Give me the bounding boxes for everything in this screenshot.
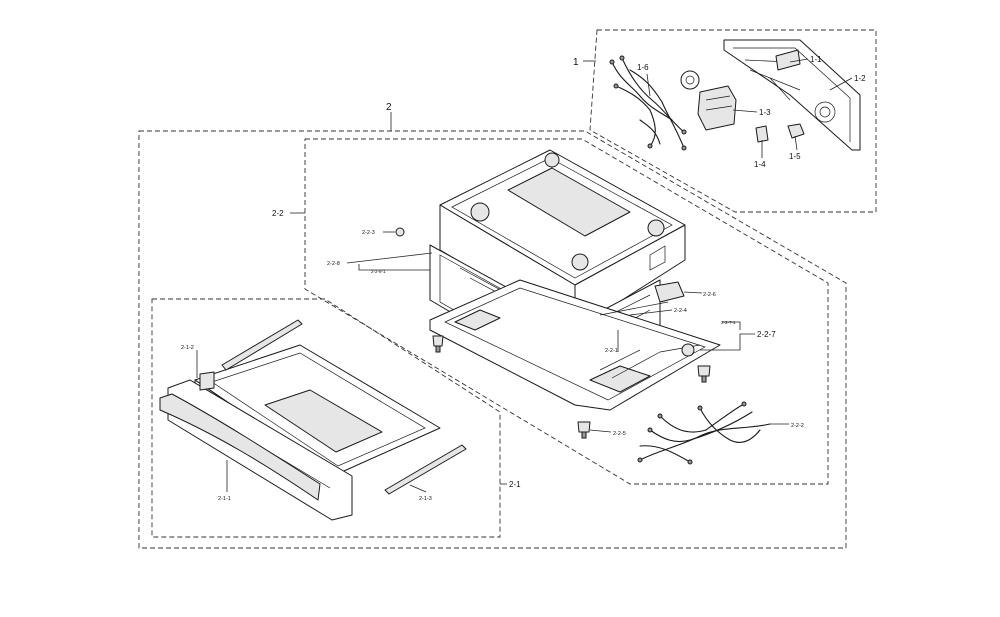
knob-socket <box>680 70 700 90</box>
igniter-part <box>755 125 769 143</box>
label-2-2: 2-2 <box>272 209 284 218</box>
label-1-5: 1-5 <box>789 152 801 161</box>
control-bracket <box>775 49 801 71</box>
label-1-6: 1-6 <box>637 63 649 72</box>
leveling-legs <box>432 335 711 439</box>
drawer-slide <box>384 444 467 495</box>
wire-harness-1-6 <box>609 55 687 151</box>
label-2-2-1: 2-2-1 <box>605 348 618 354</box>
label-2-2-3: 2-2-3 <box>362 230 375 236</box>
group-1-boundary <box>589 29 877 213</box>
label-1-3: 1-3 <box>759 108 771 117</box>
label-2-2-8: 2-2-8 <box>327 261 340 267</box>
group-2-boundary <box>138 130 847 549</box>
body-frame-assembly <box>395 149 771 465</box>
leader-lines <box>196 58 853 493</box>
label-1-1: 1-1 <box>810 55 822 64</box>
label-2-2-7: 2-2-7 <box>757 330 776 339</box>
label-2-1-1: 2-1-1 <box>218 496 231 502</box>
cabinet-top-recess <box>507 167 631 237</box>
group-2-2-boundary <box>304 138 829 485</box>
group-2-1-boundary <box>151 298 501 538</box>
drawer-window <box>264 389 383 453</box>
control-back-panel <box>723 39 861 151</box>
label-2-1-2: 2-1-2 <box>181 345 194 351</box>
wire-harness-2-2-2 <box>637 401 771 465</box>
label-2-2-4: 2-2-4 <box>674 308 687 314</box>
label-1: 1 <box>573 57 579 68</box>
label-1-4: 1-4 <box>754 160 766 169</box>
side-bracket <box>199 371 215 391</box>
label-2-2-2: 2-2-2 <box>791 423 804 429</box>
callout-labels: 1 1-1 1-2 1-3 1-4 1-5 1-6 2 2-2 2-2-3 2-… <box>181 55 866 502</box>
drawer-assembly <box>159 319 467 521</box>
label-2-2-7-1: 2-2-7-1 <box>721 320 736 325</box>
switch-part <box>787 123 805 139</box>
drawer-handle <box>159 393 321 501</box>
label-2-1: 2-1 <box>509 480 521 489</box>
screw-2-2-3 <box>395 227 405 237</box>
support-rod <box>599 301 669 316</box>
label-1-2: 1-2 <box>854 74 866 83</box>
label-2-2-5: 2-2-5 <box>613 431 626 437</box>
label-2-2-8-1: 2-2-8-1 <box>371 269 386 274</box>
label-2: 2 <box>386 102 392 113</box>
bracket-2-2-6 <box>654 281 685 303</box>
control-panel-assembly <box>609 39 861 151</box>
label-2-2-6: 2-2-6 <box>703 292 716 298</box>
drawer-rail-top <box>221 319 303 371</box>
label-2-1-3: 2-1-3 <box>419 496 432 502</box>
